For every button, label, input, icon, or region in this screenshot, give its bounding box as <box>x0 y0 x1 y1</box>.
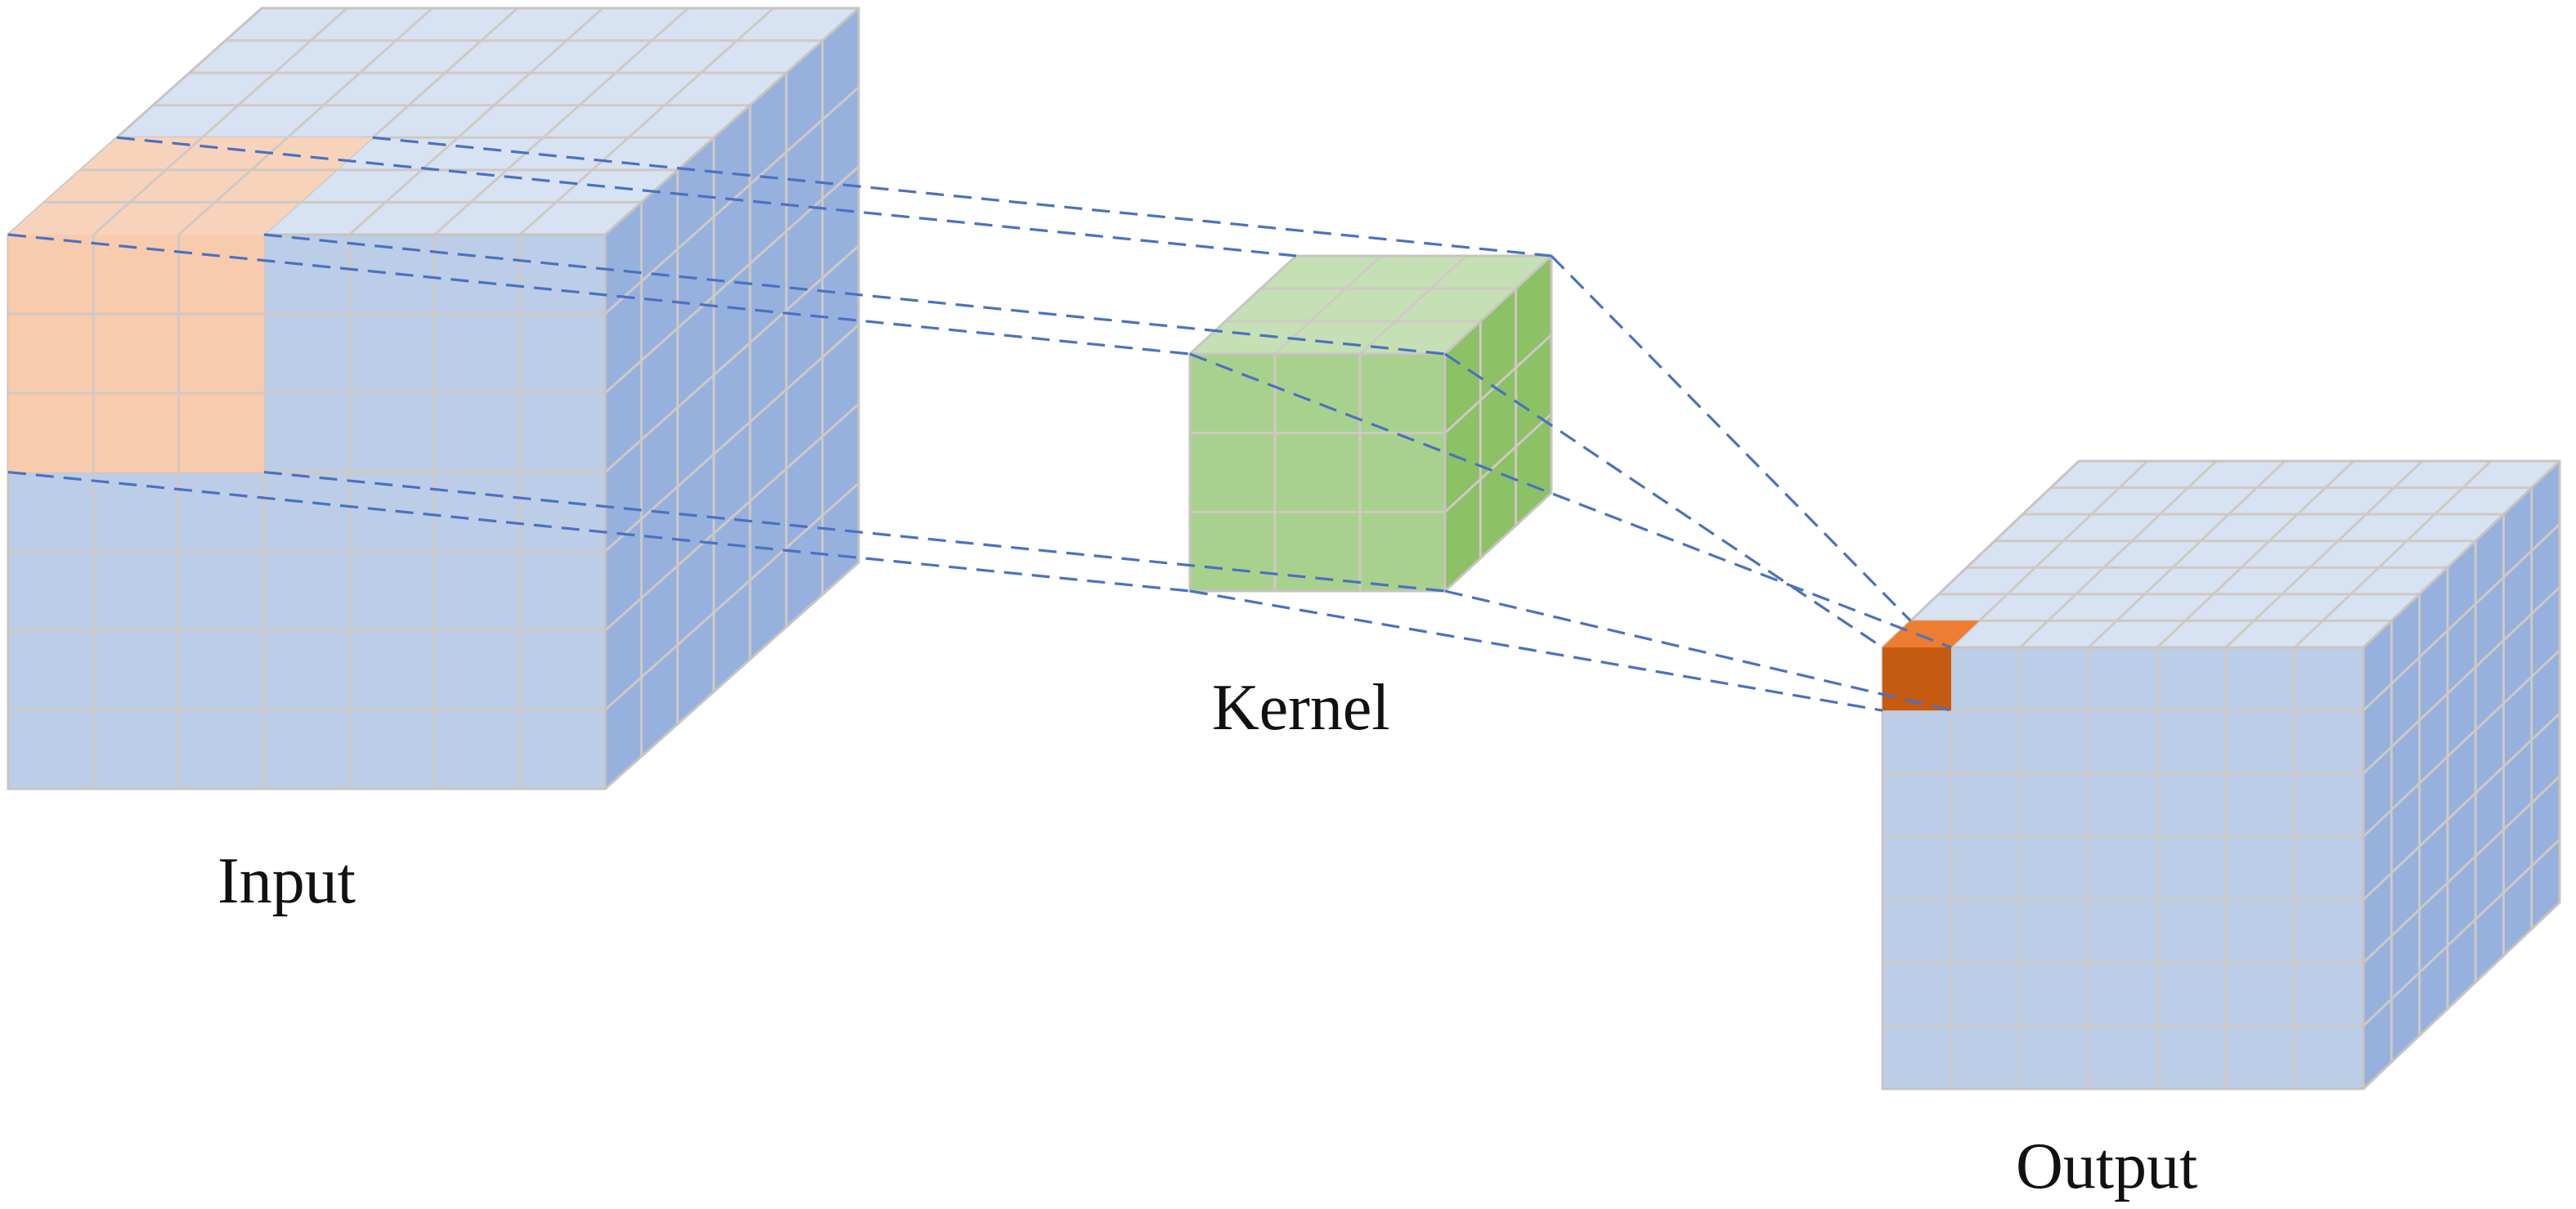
kernel-top-grid-a <box>1358 254 1468 356</box>
input-top-grid-a <box>348 7 604 236</box>
output-front-face <box>1883 647 2363 1089</box>
output-side-face <box>2363 461 2560 1089</box>
connector-line <box>7 233 1191 356</box>
kernel-corner-edge <box>1443 254 1553 356</box>
output-top-grid-a <box>2087 459 2287 649</box>
output-cube <box>1881 459 2561 1090</box>
connector-line <box>263 233 1446 356</box>
input-side-grid-a <box>604 324 859 553</box>
connector-line <box>1444 589 1952 712</box>
output-label: Output <box>2016 1131 2198 1202</box>
output-cell-top <box>1883 620 1980 647</box>
kernel-side-grid-a <box>1443 413 1553 513</box>
connector-lines <box>7 136 1952 712</box>
input-side-grid-a <box>604 244 859 473</box>
input-side-face <box>605 8 859 789</box>
input-label: Input <box>218 845 356 917</box>
receptive-field <box>8 137 373 472</box>
kernel-top-face <box>1190 256 1551 354</box>
kernel-label: Kernel <box>1212 672 1390 744</box>
kernel-front-face <box>1190 354 1445 591</box>
output-top-grid-a <box>2018 459 2218 649</box>
output-highlight-cell <box>1883 620 1980 711</box>
output-side-grid-a <box>2362 838 2561 1027</box>
input-top-grid-a <box>433 7 689 236</box>
input-corner-edge <box>604 7 859 236</box>
output-top-face <box>1883 461 2560 647</box>
output-side-grid-a <box>2362 712 2561 901</box>
connector-line <box>263 470 1446 593</box>
input-side-grid-a <box>604 482 859 711</box>
receptive-grid <box>92 137 204 236</box>
input-side-grid-a <box>604 165 859 394</box>
connector-line <box>1189 352 1952 649</box>
connector-line <box>1444 352 1883 649</box>
output-top-grid-a <box>1950 459 2149 649</box>
input-side-grid-a <box>604 403 859 632</box>
output-top-grid-a <box>2224 459 2424 649</box>
output-cell-front <box>1883 647 1951 711</box>
kernel-side-grid-a <box>1443 334 1553 434</box>
receptive-front-patch <box>8 235 264 472</box>
output-side-grid-a <box>2362 775 2561 964</box>
output-top-grid-a <box>2293 459 2493 649</box>
output-top-grid-a <box>2156 459 2355 649</box>
connector-line <box>1550 254 1912 622</box>
connector-line <box>1189 589 1883 712</box>
connector-line <box>7 470 1191 593</box>
kernel-side-face <box>1445 256 1551 591</box>
connector-line <box>372 136 1552 257</box>
output-side-grid-a <box>2362 586 2561 775</box>
kernel-cube <box>1188 254 1553 593</box>
input-top-grid-a <box>518 7 774 236</box>
connector-line <box>116 136 1297 257</box>
output-side-grid-a <box>2362 523 2561 712</box>
output-corner-edge <box>2362 459 2561 649</box>
receptive-top-patch <box>8 137 373 235</box>
output-side-grid-a <box>2362 649 2561 838</box>
